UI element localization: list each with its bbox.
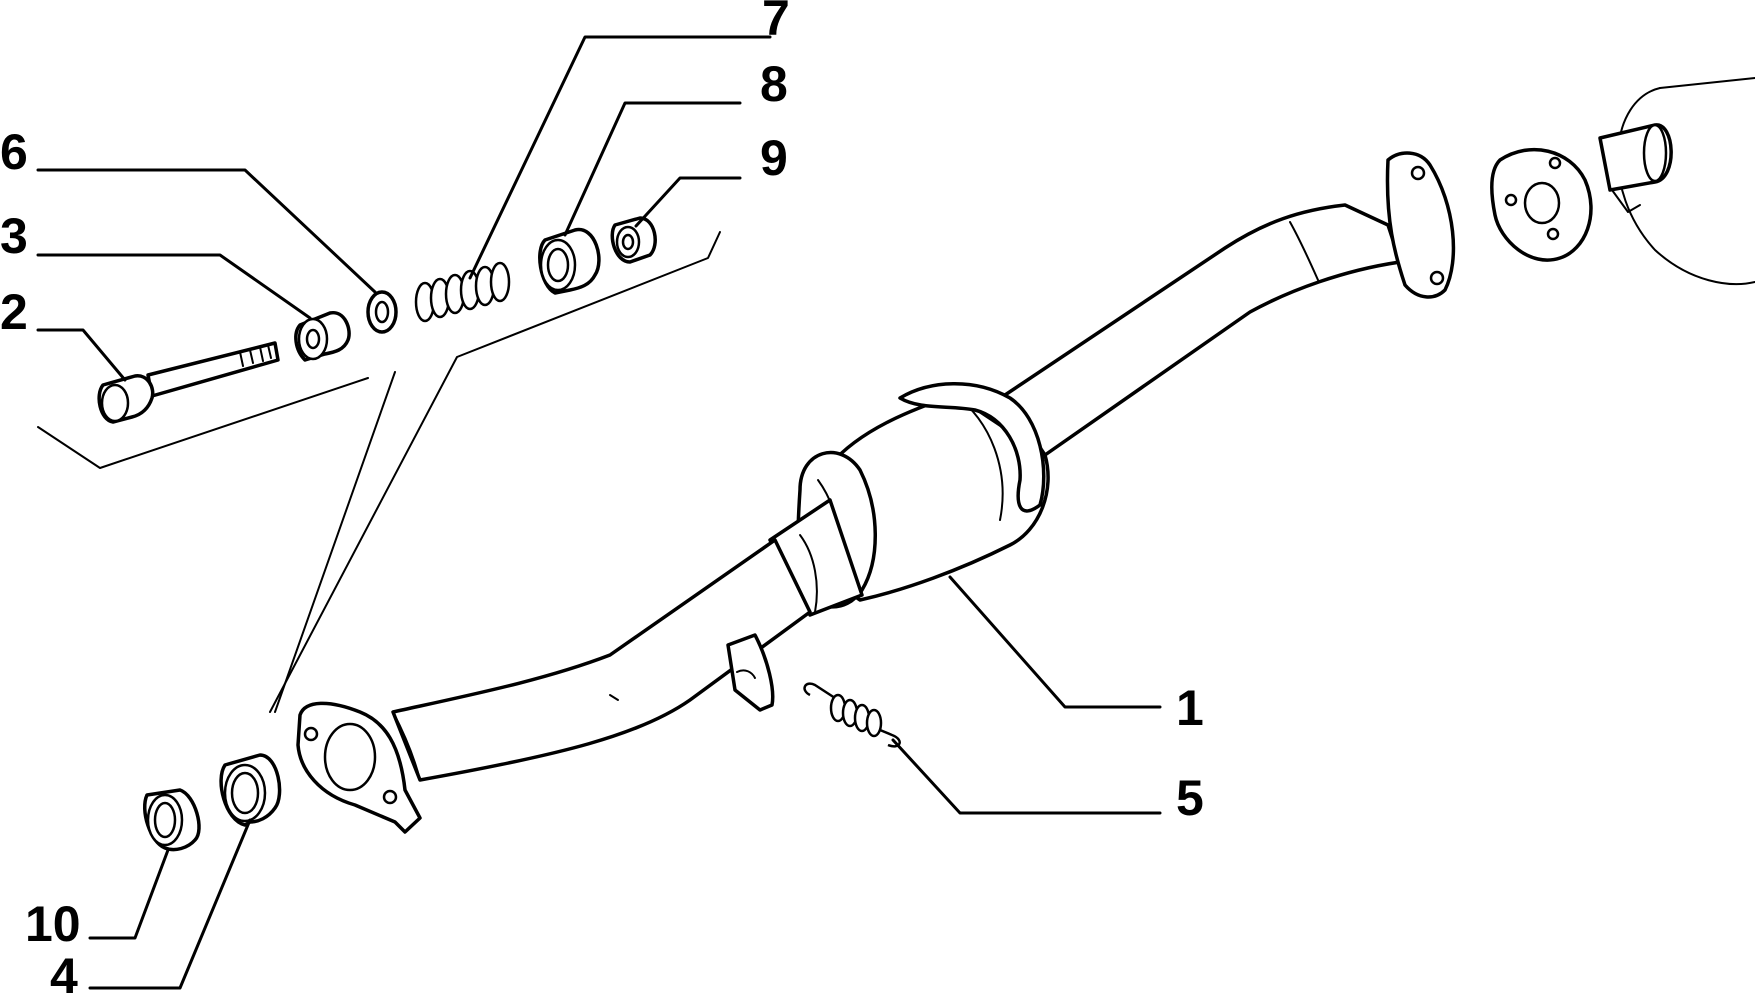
spring	[414, 261, 511, 323]
bushing	[294, 311, 351, 362]
seal-ring	[219, 753, 282, 827]
leader-line-10	[88, 848, 170, 940]
part-label-5: 5	[1176, 770, 1204, 826]
leader-lines	[36, 35, 1162, 990]
leader-line-1	[948, 575, 1162, 709]
part-label-2: 2	[0, 284, 28, 340]
assembly-guide-lines	[37, 231, 721, 713]
part-label-6: 6	[0, 124, 28, 180]
catalytic-converter-pipe	[296, 151, 1456, 834]
leader-line-9	[634, 176, 742, 228]
part-label-7: 7	[762, 0, 790, 46]
part-label-1: 1	[1176, 680, 1204, 736]
part-label-8: 8	[760, 56, 788, 112]
leader-line-4	[88, 818, 252, 990]
part-label-10: 10	[25, 896, 81, 952]
gasket-ring	[142, 788, 201, 852]
nut	[610, 216, 657, 264]
part-label-3: 3	[0, 208, 28, 264]
leader-line-6	[36, 168, 377, 294]
leader-line-3	[36, 253, 312, 320]
part-label-9: 9	[760, 130, 788, 186]
sleeve	[538, 227, 601, 295]
leader-line-2	[36, 328, 127, 382]
leader-line-7	[468, 35, 772, 280]
leader-line-5	[891, 738, 1162, 815]
leader-line-8	[563, 101, 742, 237]
part-labels: 1 2 3 4 5 6 7 8 9 10	[0, 0, 1204, 996]
spring-clip	[803, 682, 901, 748]
washer	[366, 290, 398, 334]
rear-muffler	[1489, 77, 1755, 285]
bolt	[97, 341, 280, 424]
part-label-4: 4	[50, 948, 78, 996]
